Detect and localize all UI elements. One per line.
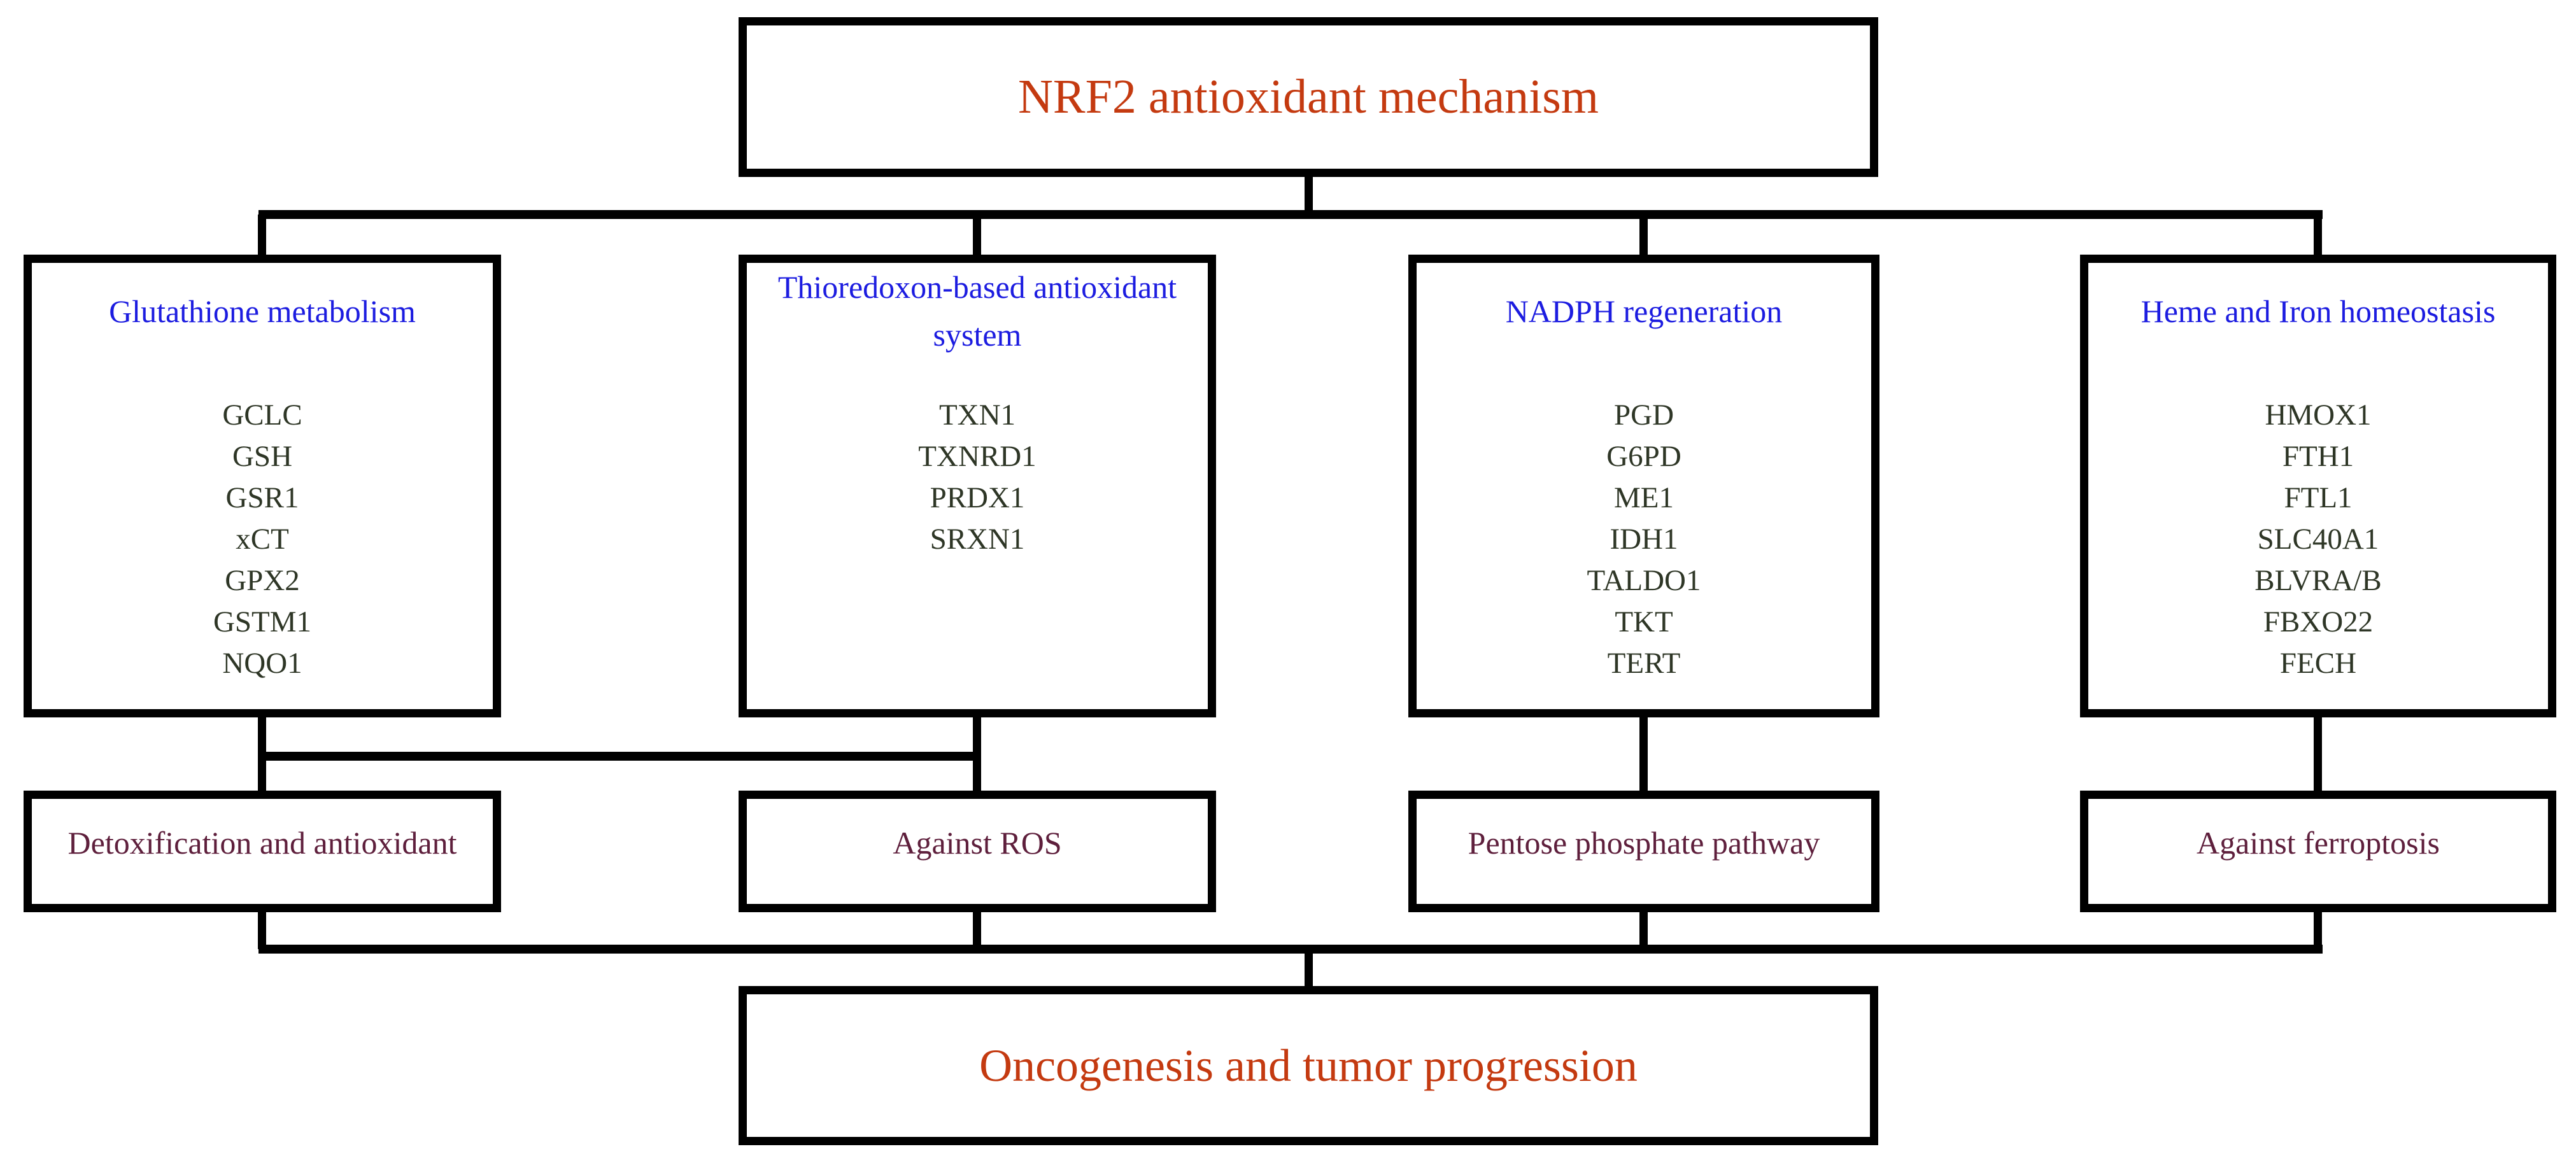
gene-label: PGD <box>1613 398 1674 432</box>
gene-label: SLC40A1 <box>2257 523 2379 556</box>
connector-title-stub <box>1305 169 1313 215</box>
diagram-title: NRF2 antioxidant mechanism <box>1018 70 1599 123</box>
gene-label: G6PD <box>1606 440 1681 473</box>
function-box-against-ros: Against ROS <box>739 791 1216 912</box>
category-heading: NADPH regeneration <box>1505 293 1783 329</box>
function-box-against-ferroptosis: Against ferroptosis <box>2080 791 2556 912</box>
function-label: Against ROS <box>893 824 1062 861</box>
function-label: Detoxification and antioxidant <box>67 824 457 861</box>
gene-label: BLVRA/B <box>2254 564 2382 597</box>
connector-branch-to-col1 <box>258 215 266 257</box>
category-heading: Glutathione metabolism <box>109 293 416 329</box>
gene-label: IDH1 <box>1610 523 1678 556</box>
connector-gather-line <box>258 945 2323 954</box>
connector-outcome-stub <box>1305 948 1313 990</box>
gene-label: TALDO1 <box>1587 564 1701 597</box>
connector-branch-to-col2 <box>973 215 981 257</box>
gene-label: FTL1 <box>2284 481 2353 514</box>
gene-label: FBXO22 <box>2263 605 2374 638</box>
outcome-title: Oncogenesis and tumor progression <box>979 1040 1638 1091</box>
gene-label: HMOX1 <box>2265 398 2372 432</box>
connector-col4-to-function <box>2314 713 2322 794</box>
gene-label: xCT <box>236 523 289 556</box>
connector-function3-down <box>1639 907 1648 949</box>
category-box-thioredoxin: Thioredoxon-based antioxidant system TXN… <box>739 255 1216 717</box>
gene-label: FTH1 <box>2282 440 2354 473</box>
outcome-box: Oncogenesis and tumor progression <box>739 986 1878 1145</box>
connector-branch-to-col4 <box>2314 215 2322 257</box>
connector-branch-line <box>258 210 2323 219</box>
category-box-glutathione: Glutathione metabolism GCLC GSH GSR1 xCT GPX… <box>24 255 501 717</box>
gene-label: GCLC <box>222 398 302 432</box>
gene-label: FECH <box>2279 647 2357 680</box>
function-label: Against ferroptosis <box>2197 824 2440 861</box>
connector-function4-down <box>2314 907 2322 949</box>
gene-label: GSTM1 <box>213 605 312 638</box>
function-label: Pentose phosphate pathway <box>1468 824 1820 861</box>
gene-label: TERT <box>1607 647 1681 680</box>
gene-label: TXNRD1 <box>918 440 1037 473</box>
function-box-pentose-phosphate: Pentose phosphate pathway <box>1408 791 1879 912</box>
gene-label: GSR1 <box>225 481 299 514</box>
gene-label: TXN1 <box>938 398 1016 432</box>
gene-label: PRDX1 <box>930 481 1025 514</box>
connector-branch-to-col3 <box>1639 215 1648 257</box>
connector-col1-col2-bridge <box>258 752 981 761</box>
function-box-detoxification: Detoxification and antioxidant <box>24 791 501 912</box>
gene-label: TKT <box>1615 605 1673 638</box>
gene-label: NQO1 <box>222 647 302 680</box>
category-heading: Heme and Iron homeostasis <box>2141 293 2496 329</box>
gene-label: ME1 <box>1614 481 1674 514</box>
category-heading: Thioredoxon-based antioxidant system <box>777 269 1177 353</box>
connector-col3-to-function <box>1639 713 1648 794</box>
gene-label: GPX2 <box>225 564 300 597</box>
connector-function1-down <box>258 907 266 949</box>
connector-function2-down <box>973 907 981 949</box>
gene-label: GSH <box>232 440 293 473</box>
title-box: NRF2 antioxidant mechanism <box>739 17 1878 177</box>
gene-label: SRXN1 <box>930 523 1025 556</box>
